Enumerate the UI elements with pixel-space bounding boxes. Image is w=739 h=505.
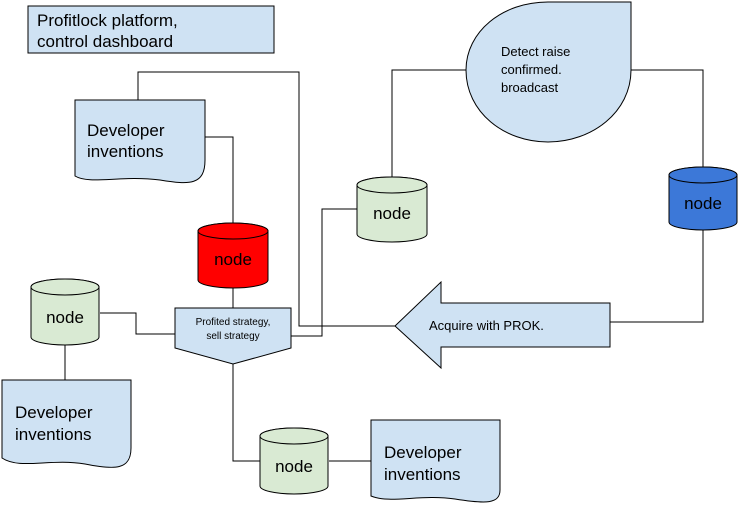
detect-raise-line-1: Detect raise — [501, 44, 570, 59]
developer-inventions-bottom: Developer inventions — [370, 419, 501, 503]
edge-top-loop — [137, 71, 395, 327]
node-center-green-label: node — [373, 204, 411, 223]
node-blue-label: node — [684, 194, 722, 213]
node-red-label: node — [214, 250, 252, 269]
developer-inventions-left: Developer inventions — [1, 379, 132, 468]
developer-inventions-top-line-2: inventions — [87, 142, 164, 161]
developer-inventions-top-line-1: Developer — [87, 121, 165, 140]
node-left-green-label: node — [46, 308, 84, 327]
connectors — [64, 69, 704, 462]
node-bottom-green: node — [259, 427, 329, 495]
developer-inventions-bottom-line-2: inventions — [384, 465, 461, 484]
developer-inventions-top: Developer inventions — [74, 99, 206, 184]
acquire-arrow: Acquire with PROK. — [394, 280, 611, 370]
edge-leftnode-to-strategy — [100, 312, 175, 335]
edge-strategy-to-bottomnode — [232, 364, 260, 462]
node-left-green: node — [30, 278, 100, 346]
detect-raise-line-2: confirmed. — [501, 62, 562, 77]
profited-strategy-line-1: Profited strategy, — [196, 317, 271, 328]
edge-detect-to-bluenode — [627, 69, 704, 168]
edge-strategy-to-greennode — [291, 208, 357, 337]
title-box: Profitlock platform, control dashboard — [27, 5, 275, 54]
developer-inventions-left-line-2: inventions — [15, 425, 92, 444]
edge-greennode-to-detect — [391, 69, 470, 178]
title-line-1: Profitlock platform, — [37, 11, 178, 30]
developer-inventions-left-line-1: Developer — [15, 403, 93, 422]
profited-strategy-line-2: sell strategy — [206, 331, 259, 342]
node-blue: node — [668, 166, 738, 231]
developer-inventions-bottom-line-1: Developer — [384, 443, 462, 462]
edge-bluenode-to-arrow — [610, 229, 704, 323]
acquire-arrow-label: Acquire with PROK. — [429, 318, 544, 333]
profited-strategy-shape: Profited strategy, sell strategy — [174, 307, 292, 365]
node-center-green: node — [356, 176, 428, 243]
detect-raise-line-3: broadcast — [501, 80, 558, 95]
title-line-2: control dashboard — [37, 32, 173, 51]
edge-devtop-to-red — [205, 136, 234, 223]
node-red: node — [197, 222, 269, 289]
node-bottom-green-label: node — [275, 457, 313, 476]
detect-raise-shape: Detect raise confirmed. broadcast — [465, 1, 632, 143]
